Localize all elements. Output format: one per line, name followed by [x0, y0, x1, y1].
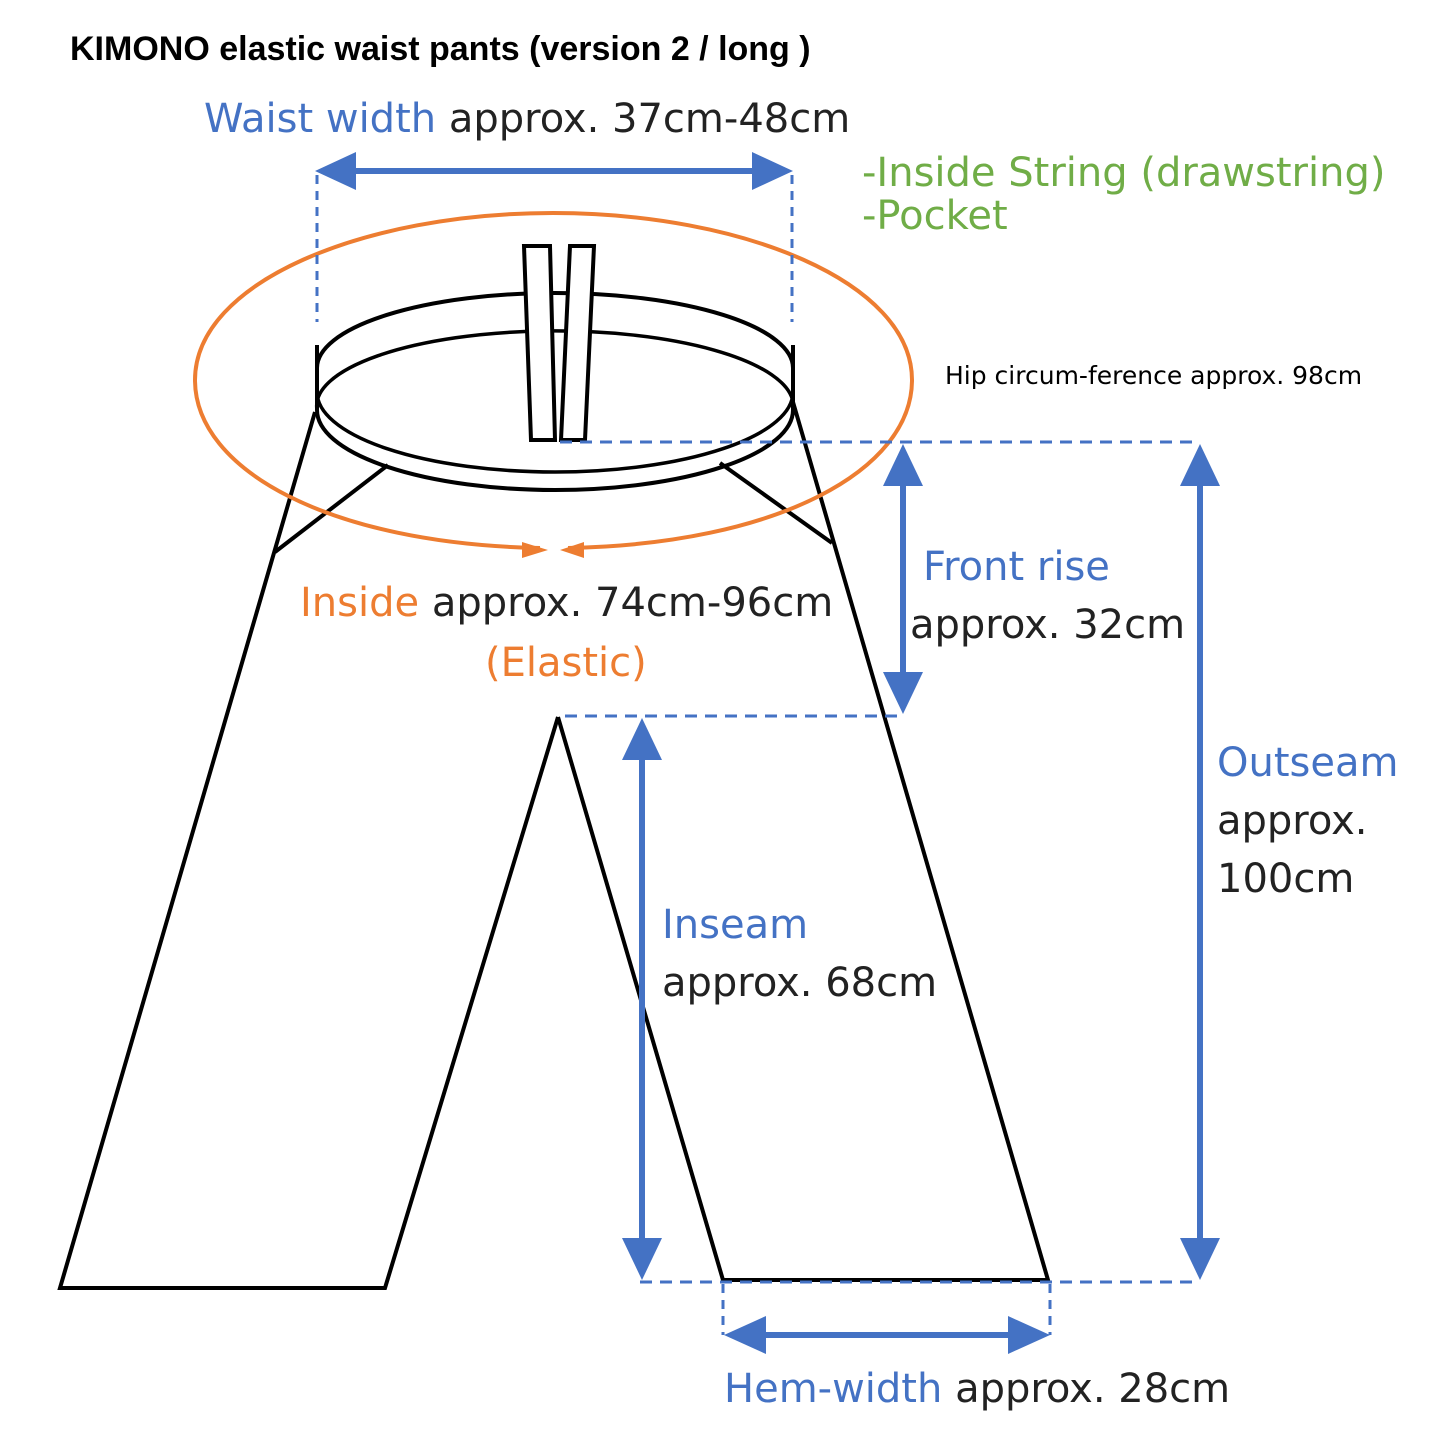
inseam-arrowhead-bottom	[622, 1238, 662, 1280]
front-rise-value: approx. 32cm	[910, 602, 1186, 648]
elastic-loop	[192, 210, 915, 550]
waist-width-value: approx. 37cm-48cm	[448, 96, 851, 142]
right-leg-outline	[556, 401, 1051, 1282]
waist-width-label: Waist width approx. 37cm-48cm	[204, 96, 850, 142]
hip-circumference-label: Hip circum-ference approx. 98cm	[945, 361, 1363, 390]
front-rise-arrowhead-top	[883, 444, 923, 486]
feature-pocket: -Pocket	[862, 193, 1008, 240]
left-side-seam	[273, 463, 390, 554]
hem-width-arrowhead-right	[1008, 1316, 1050, 1354]
hem-width-label: Hem-width approx. 28cm	[724, 1366, 1230, 1412]
front-rise-label: Front rise approx. 32cm	[910, 538, 1185, 654]
pants-outline	[57, 401, 1051, 1290]
elastic-arrow-left	[522, 542, 548, 558]
waist-width-arrowhead-right	[752, 152, 793, 190]
waistband-bottom-front	[315, 409, 795, 492]
measurement-lines	[315, 152, 1220, 1354]
feature-list: -Inside String (drawstring) -Pocket	[862, 150, 1386, 240]
outseam-label: Outseam approx. 100cm	[1217, 734, 1398, 908]
drawstrings	[521, 244, 597, 442]
left-leg-outline	[57, 411, 560, 1290]
elastic-note: (Elastic)	[485, 640, 647, 686]
hem-width-name: Hem-width	[724, 1366, 943, 1412]
outseam-value-line2: 100cm	[1217, 856, 1355, 902]
inside-name: Inside	[300, 580, 420, 626]
drawstring-right	[558, 244, 597, 442]
front-rise-arrowhead-bottom	[883, 672, 923, 714]
page-title: KIMONO elastic waist pants (version 2 / …	[70, 30, 811, 68]
right-side-seam	[718, 461, 834, 545]
waist-width-name: Waist width	[204, 96, 437, 142]
hem-width-arrowhead-left	[724, 1316, 766, 1354]
inside-value: approx. 74cm-96cm	[431, 580, 834, 626]
elastic-arrow-right	[560, 542, 584, 558]
feature-drawstring: -Inside String (drawstring)	[862, 150, 1386, 196]
inside-label: Inside approx. 74cm-96cm	[300, 580, 833, 626]
outseam-arrowhead-bottom	[1180, 1238, 1220, 1280]
inseam-name: Inseam	[662, 902, 809, 948]
hem-width-value: approx. 28cm	[955, 1366, 1231, 1412]
waistband-lower-line	[315, 391, 795, 474]
inseam-value: approx. 68cm	[662, 960, 938, 1006]
front-rise-name: Front rise	[923, 544, 1110, 590]
outseam-name: Outseam	[1217, 740, 1399, 786]
outseam-arrowhead-top	[1180, 444, 1220, 486]
inseam-arrowhead-top	[622, 718, 662, 760]
drawstring-left	[521, 244, 558, 442]
waistband-top-back	[315, 291, 795, 369]
hip-elastic-ellipse	[192, 210, 915, 558]
inseam-label: Inseam approx. 68cm	[662, 896, 937, 1012]
waist-width-arrowhead-left	[315, 152, 356, 190]
outseam-value-line1: approx.	[1217, 798, 1368, 844]
